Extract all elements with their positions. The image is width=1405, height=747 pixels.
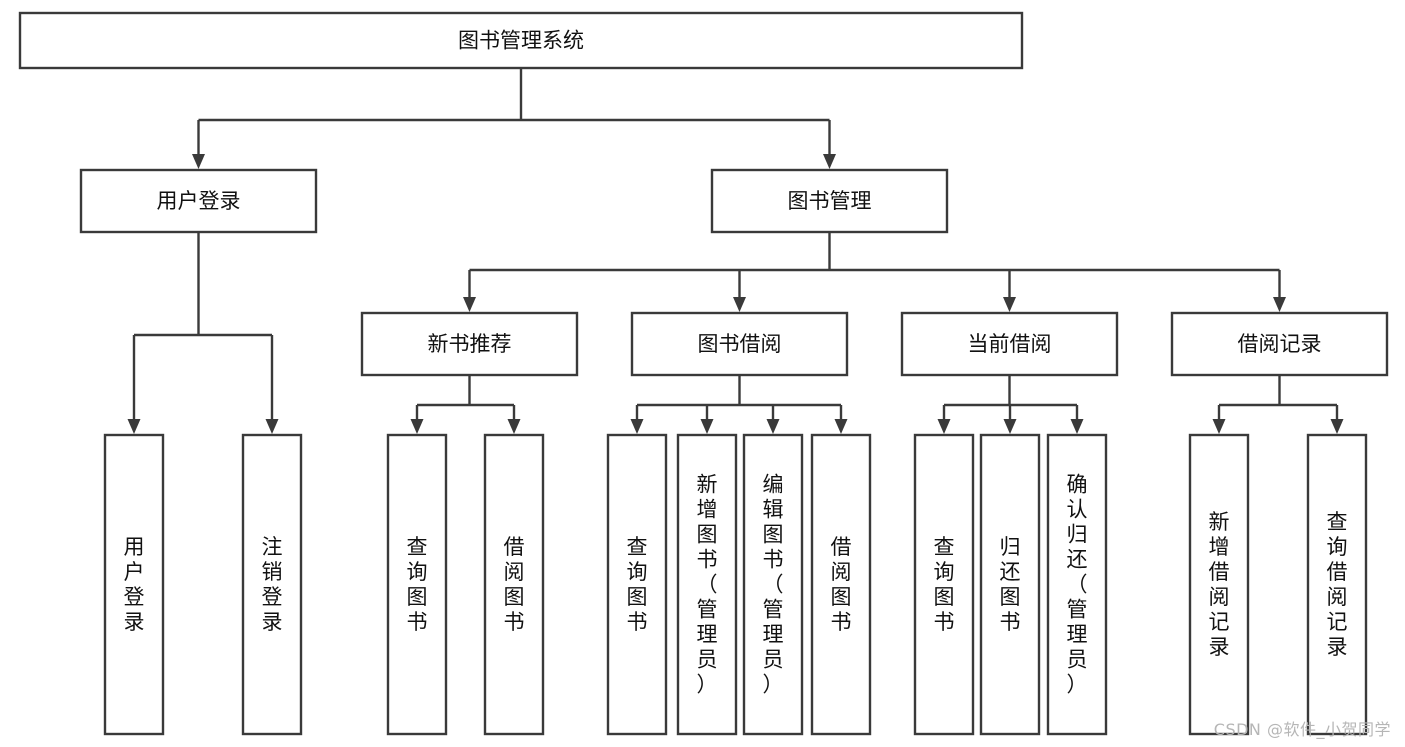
node-user-login[interactable]: 用户登录: [79, 168, 318, 234]
node-new-book-recommend[interactable]: 新书推荐: [360, 311, 579, 377]
node-label-leaf-confirm-return: 确认归还（管理员）: [1067, 473, 1088, 697]
arrow-head-icon: [1330, 419, 1344, 434]
node-label-leaf-user-logout: 注销登录: [262, 535, 283, 634]
node-leaf-borrow-book-2[interactable]: 借阅图书: [810, 433, 872, 736]
arrow-head-icon: [630, 419, 644, 434]
node-leaf-query-book-2[interactable]: 查询图书: [606, 433, 668, 736]
node-label-user-login: 用户登录: [157, 189, 241, 213]
node-box-root: [18, 11, 1024, 70]
node-leaf-query-book-1[interactable]: 查询图书: [386, 433, 448, 736]
arrow-head-icon: [192, 154, 205, 169]
arrow-head-icon: [766, 419, 780, 434]
node-label-leaf-return-book: 归还图书: [1000, 535, 1021, 634]
node-box-current-borrow: [900, 311, 1119, 377]
node-box-new-book-recommend: [360, 311, 579, 377]
node-leaf-confirm-return[interactable]: 确认归还（管理员）: [1046, 433, 1108, 736]
node-label-book-borrow: 图书借阅: [698, 332, 782, 356]
node-box-book-management: [710, 168, 949, 234]
node-label-leaf-edit-book: 编辑图书（管理员）: [763, 473, 784, 697]
node-box-borrow-record: [1170, 311, 1389, 377]
arrow-head-icon: [733, 297, 746, 312]
node-leaf-query-book-3[interactable]: 查询图书: [913, 433, 975, 736]
node-box-leaf-user-logout: [241, 433, 303, 736]
node-label-current-borrow: 当前借阅: [968, 332, 1052, 356]
node-label-leaf-user-login: 用户登录: [124, 535, 145, 634]
node-box-leaf-query-book-3: [913, 433, 975, 736]
node-label-leaf-query-book-2: 查询图书: [627, 535, 648, 634]
connector-layer: [127, 68, 1344, 434]
node-box-leaf-borrow-book-1: [483, 433, 545, 736]
node-label-book-management: 图书管理: [788, 189, 872, 213]
arrow-head-icon: [700, 419, 714, 434]
arrow-head-icon: [1212, 419, 1226, 434]
arrow-head-icon: [463, 297, 476, 312]
node-current-borrow[interactable]: 当前借阅: [900, 311, 1119, 377]
node-label-leaf-add-book: 新增图书（管理员）: [697, 473, 718, 697]
arrow-head-icon: [1003, 419, 1017, 434]
node-box-leaf-borrow-book-2: [810, 433, 872, 736]
node-label-leaf-query-borrow-record: 查询借阅记录: [1327, 510, 1348, 659]
arrow-head-icon: [1003, 297, 1016, 312]
node-box-leaf-return-book: [979, 433, 1041, 736]
csdn-watermark: CSDN @软件_小贺同学: [1213, 720, 1391, 739]
arrow-head-icon: [507, 419, 521, 434]
node-label-leaf-query-book-3: 查询图书: [934, 535, 955, 634]
node-leaf-edit-book[interactable]: 编辑图书（管理员）: [742, 433, 804, 736]
node-label-new-book-recommend: 新书推荐: [428, 332, 512, 356]
node-box-leaf-user-login: [103, 433, 165, 736]
arrow-head-icon: [834, 419, 848, 434]
node-box-leaf-edit-book: [742, 433, 804, 736]
arrow-head-icon: [265, 419, 279, 434]
node-label-leaf-add-borrow-record: 新增借阅记录: [1209, 510, 1230, 659]
node-leaf-query-borrow-record[interactable]: 查询借阅记录: [1306, 433, 1368, 736]
arrow-head-icon: [410, 419, 424, 434]
arrow-head-icon: [937, 419, 951, 434]
node-label-leaf-borrow-book-2: 借阅图书: [831, 535, 852, 634]
node-box-user-login: [79, 168, 318, 234]
node-label-root: 图书管理系统: [458, 29, 584, 53]
arrow-head-icon: [1070, 419, 1084, 434]
node-box-leaf-query-book-1: [386, 433, 448, 736]
node-leaf-add-borrow-record[interactable]: 新增借阅记录: [1188, 433, 1250, 736]
node-label-leaf-borrow-book-1: 借阅图书: [504, 535, 525, 634]
node-box-leaf-query-borrow-record: [1306, 433, 1368, 736]
node-box-leaf-query-book-2: [606, 433, 668, 736]
node-borrow-record[interactable]: 借阅记录: [1170, 311, 1389, 377]
node-leaf-return-book[interactable]: 归还图书: [979, 433, 1041, 736]
node-label-leaf-query-book-1: 查询图书: [407, 535, 428, 634]
node-leaf-borrow-book-1[interactable]: 借阅图书: [483, 433, 545, 736]
node-leaf-user-logout[interactable]: 注销登录: [241, 433, 303, 736]
node-book-borrow[interactable]: 图书借阅: [630, 311, 849, 377]
node-book-management[interactable]: 图书管理: [710, 168, 949, 234]
node-leaf-user-login[interactable]: 用户登录: [103, 433, 165, 736]
node-leaf-add-book[interactable]: 新增图书（管理员）: [676, 433, 738, 736]
node-box-leaf-add-book: [676, 433, 738, 736]
node-box-leaf-confirm-return: [1046, 433, 1108, 736]
node-box-leaf-add-borrow-record: [1188, 433, 1250, 736]
node-box-book-borrow: [630, 311, 849, 377]
arrow-head-icon: [1273, 297, 1286, 312]
node-layer: 图书管理系统用户登录用户登录注销登录图书管理新书推荐查询图书借阅图书图书借阅查询…: [18, 11, 1389, 736]
node-root[interactable]: 图书管理系统: [18, 11, 1024, 70]
node-label-borrow-record: 借阅记录: [1238, 332, 1322, 356]
arrow-head-icon: [127, 419, 141, 434]
arrow-head-icon: [823, 154, 836, 169]
